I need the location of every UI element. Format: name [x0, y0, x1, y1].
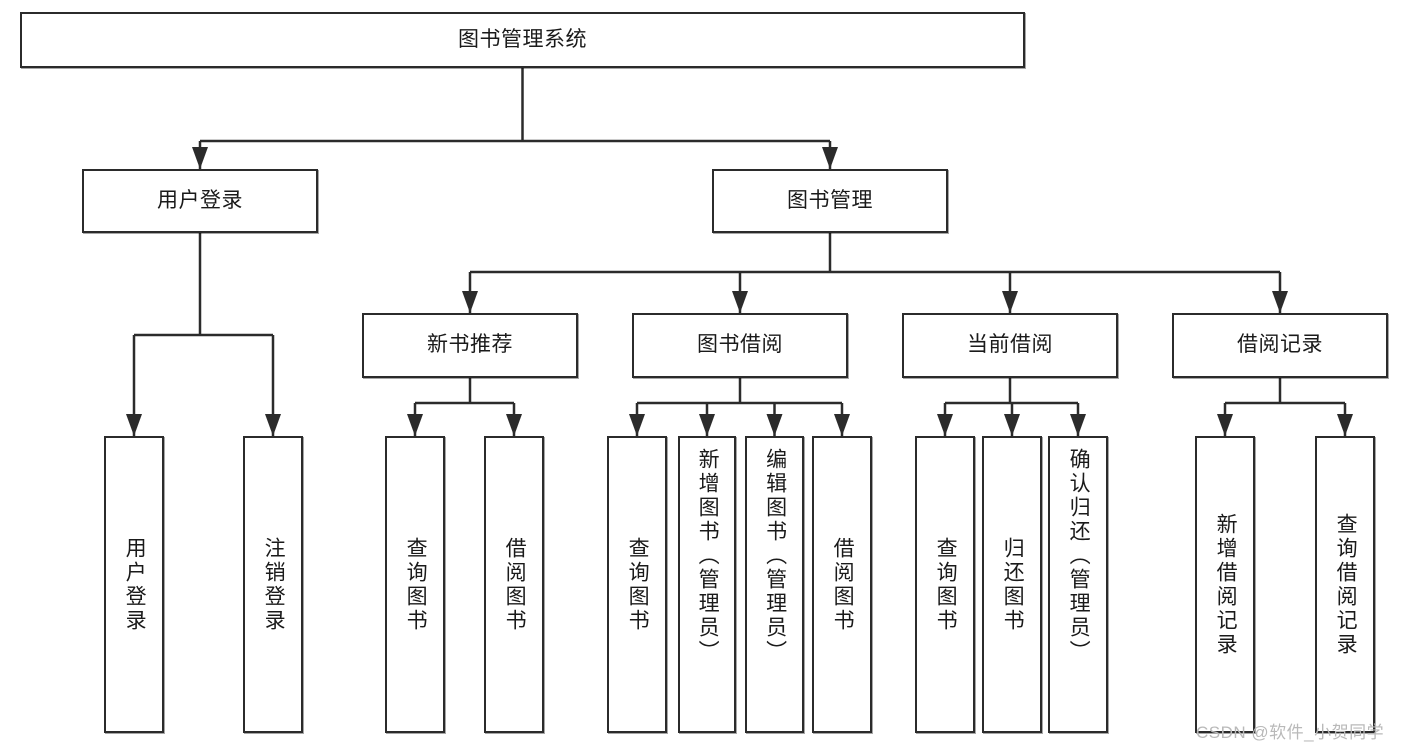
arrowhead: [1070, 414, 1086, 436]
node-leaf-query-book-1[interactable]: 查询图书: [385, 436, 445, 733]
node-leaf-user-login[interactable]: 用户登录: [104, 436, 164, 733]
node-user-login[interactable]: 用户登录: [82, 169, 318, 233]
arrowhead: [766, 414, 783, 436]
node-label: 图书管理系统: [458, 27, 587, 51]
node-leaf-query-record[interactable]: 查询借阅记录: [1315, 436, 1375, 733]
node-label: 图书借阅: [697, 333, 783, 357]
arrowhead: [126, 414, 142, 436]
arrowhead: [732, 291, 748, 313]
node-label: 确认归还（管理员）: [1067, 448, 1091, 664]
arrowhead: [937, 414, 953, 436]
arrowhead: [1337, 414, 1353, 436]
node-label: 归还图书: [1001, 536, 1025, 633]
node-label: 新书推荐: [427, 333, 513, 357]
arrowhead: [699, 414, 715, 436]
arrowhead: [407, 414, 423, 436]
node-leaf-return-book[interactable]: 归还图书: [982, 436, 1042, 733]
node-leaf-add-record[interactable]: 新增借阅记录: [1195, 436, 1255, 733]
node-label: 查询借阅记录: [1334, 512, 1358, 657]
node-label: 查询图书: [934, 536, 958, 633]
arrowhead: [506, 414, 522, 436]
arrowhead: [1002, 291, 1018, 313]
arrowhead: [629, 414, 645, 436]
arrowhead: [265, 414, 281, 436]
node-label: 用户登录: [123, 536, 147, 633]
node-label: 借阅图书: [831, 536, 855, 633]
node-new-book-recommend[interactable]: 新书推荐: [362, 313, 578, 378]
node-book-management[interactable]: 图书管理: [712, 169, 948, 233]
arrowhead: [1004, 414, 1020, 436]
arrowhead: [1272, 291, 1288, 313]
node-label: 借阅图书: [503, 536, 527, 633]
node-leaf-edit-book[interactable]: 编辑图书（管理员）: [745, 436, 804, 733]
arrowhead: [834, 414, 850, 436]
node-label: 查询图书: [404, 536, 428, 633]
node-leaf-borrow-book-1[interactable]: 借阅图书: [484, 436, 544, 733]
node-current-borrow[interactable]: 当前借阅: [902, 313, 1118, 378]
node-book-borrow[interactable]: 图书借阅: [632, 313, 848, 378]
node-label: 当前借阅: [967, 333, 1053, 357]
arrowhead: [822, 147, 838, 169]
arrowhead: [462, 291, 478, 313]
node-label: 图书管理: [787, 188, 873, 212]
arrowhead: [1217, 414, 1233, 436]
node-leaf-add-book[interactable]: 新增图书（管理员）: [678, 436, 736, 733]
node-leaf-query-book-2[interactable]: 查询图书: [607, 436, 667, 733]
node-root[interactable]: 图书管理系统: [20, 12, 1025, 68]
node-leaf-confirm-return[interactable]: 确认归还（管理员）: [1048, 436, 1108, 733]
node-label: 注销登录: [262, 536, 286, 633]
node-label: 新增图书（管理员）: [696, 448, 720, 664]
node-label: 新增借阅记录: [1214, 512, 1238, 657]
node-label: 查询图书: [626, 536, 650, 633]
arrowhead: [192, 147, 208, 169]
node-label: 编辑图书（管理员）: [763, 448, 787, 664]
node-leaf-query-book-3[interactable]: 查询图书: [915, 436, 975, 733]
node-leaf-user-logout[interactable]: 注销登录: [243, 436, 303, 733]
node-leaf-borrow-book-2[interactable]: 借阅图书: [812, 436, 872, 733]
node-label: 借阅记录: [1237, 333, 1323, 357]
node-label: 用户登录: [157, 188, 243, 212]
node-borrow-record[interactable]: 借阅记录: [1172, 313, 1388, 378]
